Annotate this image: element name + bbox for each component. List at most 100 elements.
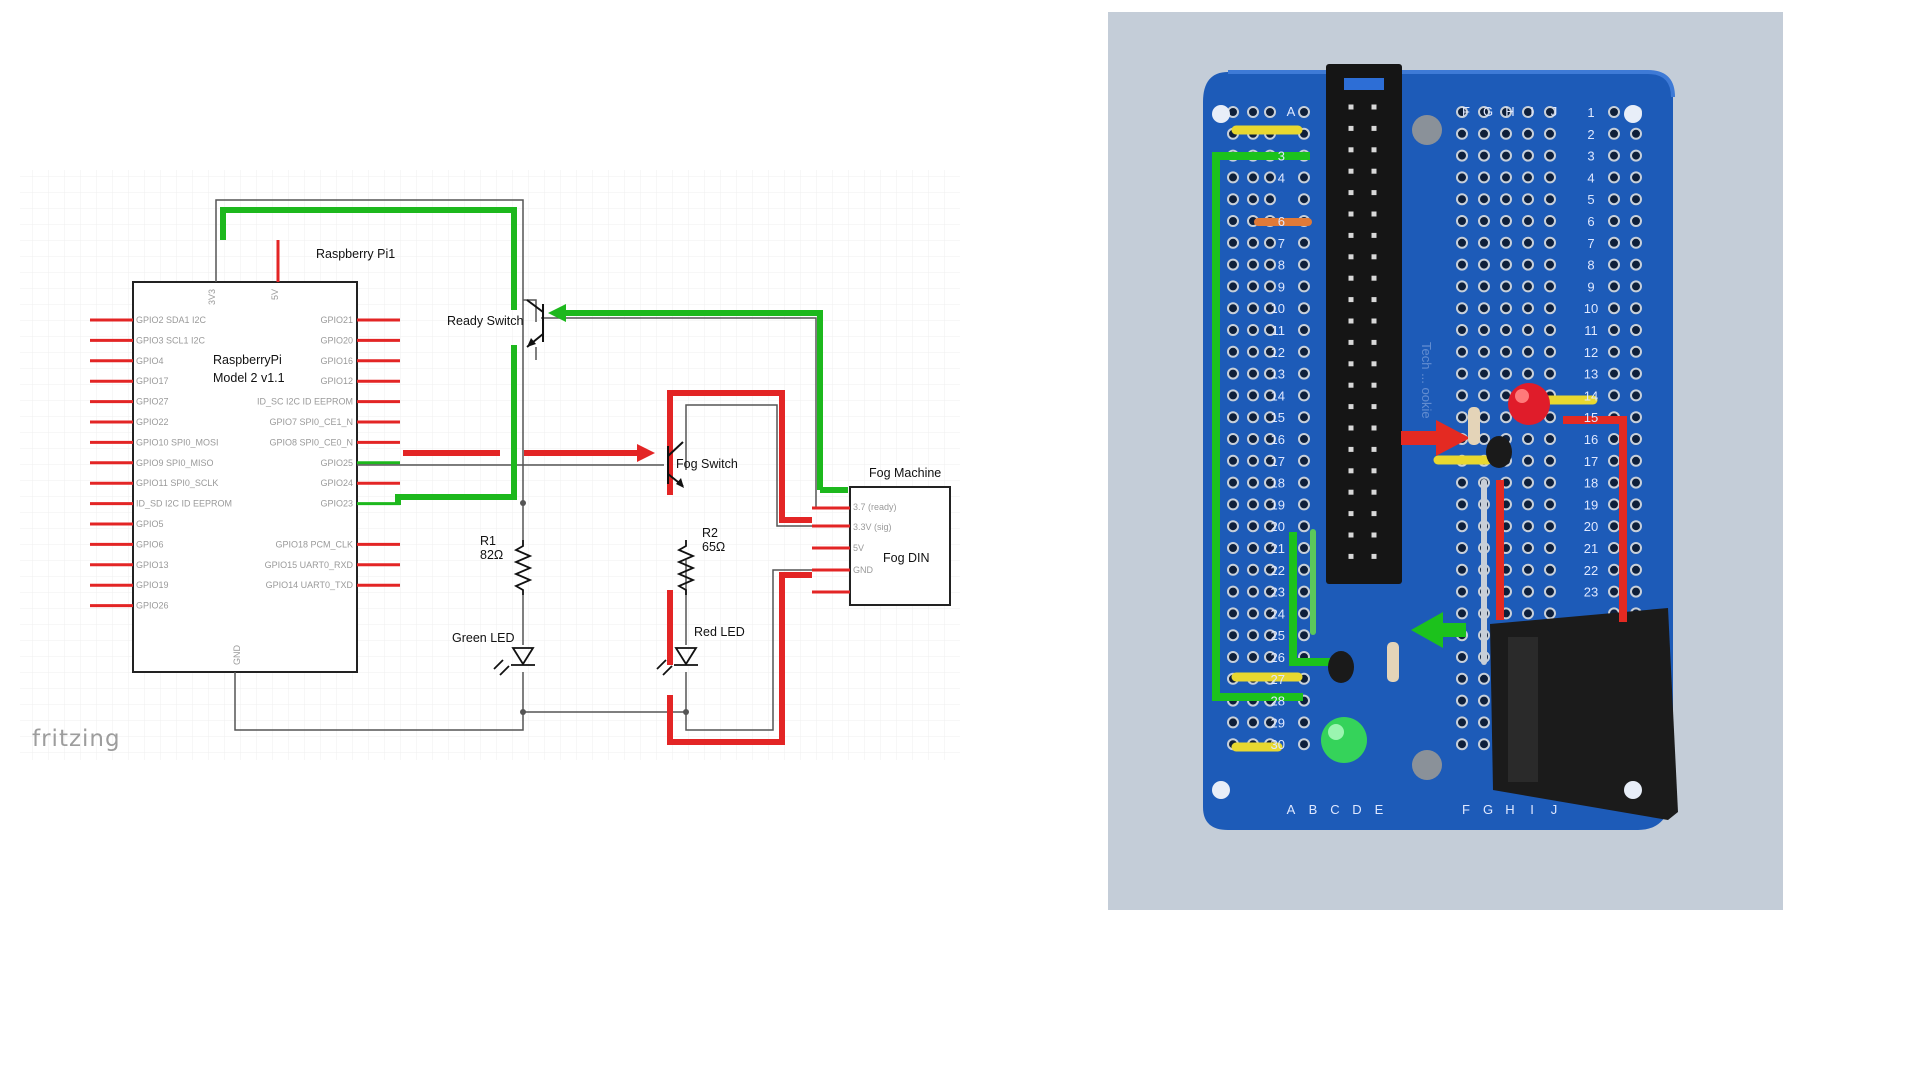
pcb-hole (1608, 215, 1620, 227)
pcb-hole (1298, 324, 1310, 336)
photo-green-arrow (1411, 612, 1443, 648)
pcb-hole (1264, 563, 1276, 576)
pcb-hole (1500, 106, 1512, 118)
pcb-hole (1608, 171, 1620, 184)
pcb-hole (1500, 280, 1512, 293)
pcb-hole (1456, 694, 1468, 707)
row-number-left-19: 23 (1271, 585, 1285, 600)
header-pin (1371, 232, 1377, 238)
pcb-hole (1608, 585, 1620, 598)
pcb-hole (1522, 607, 1534, 620)
pcb-hole (1247, 454, 1259, 467)
pcb-hole (1608, 433, 1620, 445)
rpi-right-pin-label-4: ID_SC I2C ID EEPROM (257, 397, 353, 407)
pcb-hole (1608, 345, 1620, 358)
header-pin (1348, 425, 1354, 431)
pcb-hole (1227, 171, 1239, 184)
pcb-hole (1247, 258, 1259, 271)
pcb-hole (1227, 563, 1239, 576)
fog-machine-box[interactable] (849, 486, 951, 606)
column-letter-top-4: I (1530, 104, 1534, 119)
pcb-hole (1500, 171, 1512, 184)
pcb-hole (1500, 302, 1512, 315)
pcb-hole (1264, 498, 1276, 511)
red-led-symbol[interactable] (656, 647, 698, 676)
pcb-hole (1630, 585, 1642, 598)
green-signal-path (220, 207, 848, 505)
pcb-hole (1298, 171, 1310, 184)
pcb-hole (1298, 193, 1310, 206)
pin-label-5v: 5V (270, 289, 280, 300)
pcb-hole (1247, 563, 1259, 576)
pcb-hole (1522, 345, 1534, 358)
pcb-hole (1522, 302, 1534, 315)
mounting-hole-2 (1412, 750, 1442, 780)
pcb-hole (1522, 563, 1534, 576)
rail-marker-0 (1212, 105, 1230, 123)
pcb-hole (1478, 738, 1490, 751)
header-pin (1371, 168, 1377, 174)
gpio-header (1326, 64, 1402, 584)
pcb-hole (1544, 345, 1556, 358)
pcb-hole (1478, 302, 1490, 315)
pcb-hole (1298, 389, 1310, 402)
row-number-left-3: 7 (1278, 236, 1285, 251)
header-pin (1348, 211, 1354, 217)
r1-value: 82Ω (480, 548, 503, 562)
row-number-right-13: 14 (1584, 388, 1598, 403)
pcb-hole (1478, 171, 1490, 184)
pcb-hole (1456, 607, 1468, 620)
r1-resistor[interactable] (513, 540, 533, 595)
pcb-hole (1298, 498, 1310, 511)
fritzing-watermark: fritzing (32, 726, 121, 752)
pcb-hole (1298, 476, 1310, 489)
ready-switch-label: Ready Switch (447, 314, 523, 328)
header-pin (1348, 361, 1354, 367)
mounting-hole-1 (1412, 115, 1442, 145)
pcb-hole (1247, 367, 1259, 380)
pcb-hole (1608, 389, 1620, 402)
row-number-right-15: 16 (1584, 432, 1598, 447)
pcb-hole (1608, 280, 1620, 293)
pin-label-gnd: GND (232, 645, 242, 666)
header-pin (1348, 147, 1354, 153)
raspberry-pi-body[interactable] (132, 281, 358, 673)
pcb-hole (1264, 607, 1276, 620)
pcb-hole (1630, 324, 1642, 336)
row-number-left-8: 12 (1271, 345, 1285, 360)
pcb-hole (1456, 651, 1468, 663)
header-pin (1371, 361, 1377, 367)
pcb-hole (1522, 149, 1534, 162)
pcb-hole (1544, 607, 1556, 620)
pcb-hole (1264, 258, 1276, 271)
pcb-hole (1608, 520, 1620, 533)
column-letter-bottom-7: H (1505, 802, 1514, 817)
row-number-left-21: 25 (1271, 628, 1285, 643)
green-led-symbol[interactable] (493, 647, 535, 676)
row-number-left-25: 29 (1271, 715, 1285, 730)
header-pin (1348, 190, 1354, 196)
r2-resistor[interactable] (676, 540, 696, 595)
row-number-left-15: 19 (1271, 497, 1285, 512)
pcb-hole (1264, 542, 1276, 554)
pcb-hole (1298, 302, 1310, 315)
pcb-hole (1544, 258, 1556, 271)
pcb-hole (1456, 236, 1468, 249)
raspberry-pi-model-line1: RaspberryPi (213, 353, 282, 367)
pcb-hole (1544, 563, 1556, 576)
pcb-hole (1478, 716, 1490, 729)
pcb-hole (1247, 651, 1259, 663)
pcb-hole (1264, 629, 1276, 642)
pcb-hole (1298, 258, 1310, 271)
pcb-hole (1247, 193, 1259, 206)
pcb-hole (1630, 127, 1642, 140)
column-letter-bottom-3: D (1352, 802, 1361, 817)
rpi-right-pin-label-13: GPIO14 UART0_TXD (266, 580, 354, 590)
rail-marker-2 (1212, 781, 1230, 799)
header-pin (1348, 489, 1354, 495)
rpi-left-pin-label-2: GPIO4 (136, 356, 164, 366)
fog-pin-ready: 3.7 (ready) (853, 502, 897, 512)
pcb-hole (1264, 433, 1276, 445)
header-pin (1371, 254, 1377, 260)
pcb-hole (1478, 236, 1490, 249)
